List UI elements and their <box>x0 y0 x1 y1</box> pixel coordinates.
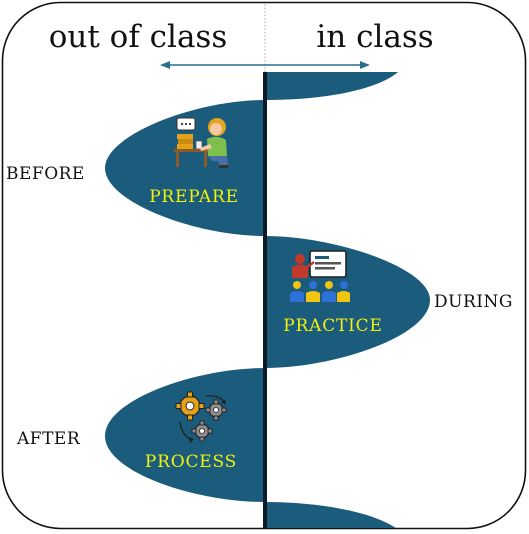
header-out-of-class: out of class <box>49 19 228 55</box>
header-in-class: in class <box>316 19 433 55</box>
classroom-presentation-icon <box>290 250 350 302</box>
label-after: AFTER <box>16 429 81 449</box>
wave-lobe-top <box>265 72 398 100</box>
wave-lobe-before <box>105 100 265 236</box>
in-out-arrow <box>160 61 370 69</box>
wave-lobe-bottom <box>265 502 396 528</box>
label-during: DURING <box>434 292 513 312</box>
label-before: BEFORE <box>6 164 85 184</box>
label-process: PROCESS <box>145 452 237 472</box>
person-studying-at-desk-icon <box>174 117 228 168</box>
label-practice: PRACTICE <box>283 316 382 336</box>
label-prepare: PREPARE <box>149 187 239 207</box>
gears-cycle-icon <box>175 391 227 443</box>
